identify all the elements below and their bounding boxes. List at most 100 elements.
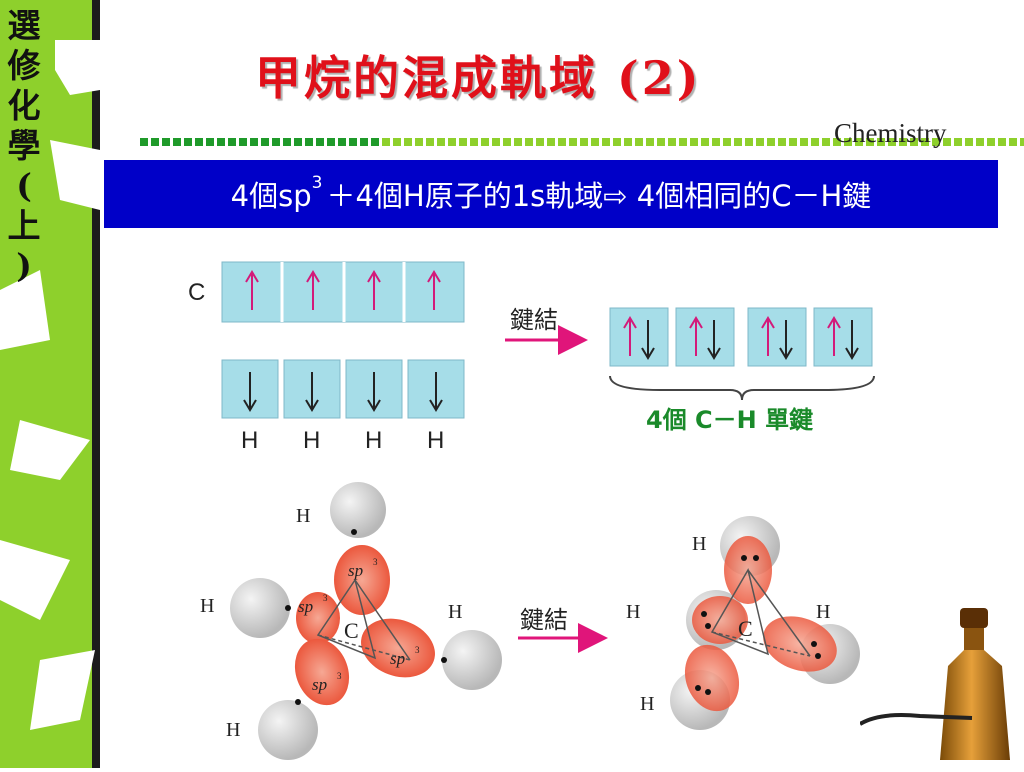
divider-dash: [932, 138, 940, 146]
divider-dash: [910, 138, 918, 146]
electron-dot: [753, 555, 759, 561]
sidebar-course-title: 選 修 化 學 ( 上 ): [2, 6, 46, 286]
divider-dash: [195, 138, 203, 146]
divider-dash: [822, 138, 830, 146]
divider-dash: [976, 138, 984, 146]
electron-dot: [705, 689, 711, 695]
chemistry-label: Chemistry: [834, 118, 947, 148]
divider-dash: [811, 138, 819, 146]
divider-dash: [415, 138, 423, 146]
divider-dash: [228, 138, 236, 146]
divider-dash: [272, 138, 280, 146]
slide-title: 甲烷的混成軌域 (2): [255, 51, 702, 105]
divider-dash: [536, 138, 544, 146]
sidebar-char: 上: [7, 206, 41, 245]
dash-divider: [140, 138, 1024, 146]
h-sphere: [442, 630, 502, 690]
divider-dash: [998, 138, 1006, 146]
electron-dot: [295, 699, 301, 705]
divider-dash: [327, 138, 335, 146]
molecule-h-label: H: [448, 601, 462, 623]
divider-dash: [624, 138, 632, 146]
divider-dash: [833, 138, 841, 146]
ch-bond-boxes: [609, 307, 873, 367]
divider-dash: [778, 138, 786, 146]
sp3-lobe: [334, 545, 390, 615]
divider-dash: [756, 138, 764, 146]
divider-dash: [1020, 138, 1024, 146]
divider-dash: [712, 138, 720, 146]
electron-dot: [815, 653, 821, 659]
sidebar: 選 修 化 學 ( 上 ): [0, 0, 100, 768]
molecule-arrow-label: 鍵結: [520, 606, 568, 634]
divider-dash: [591, 138, 599, 146]
sp3-label: sp: [312, 675, 327, 694]
divider-dash: [580, 138, 588, 146]
divider-dash: [349, 138, 357, 146]
electron-dot: [285, 605, 291, 611]
divider-dash: [877, 138, 885, 146]
molecule-h-label: H: [226, 719, 240, 741]
sidebar-char: 化: [7, 86, 41, 125]
divider-dash: [514, 138, 522, 146]
divider-dash: [965, 138, 973, 146]
divider-dash: [261, 138, 269, 146]
methane-after-bonding: H H H H C: [626, 516, 860, 730]
divider-dash: [470, 138, 478, 146]
divider-dash: [525, 138, 533, 146]
molecule-c-label: C: [344, 618, 359, 643]
banner-text-part1: 4個sp: [230, 179, 312, 213]
methane-hybrid-diagram: C H H H H 鍵結: [188, 261, 875, 760]
tetrahedron-edges: [316, 578, 411, 661]
divider-dash: [844, 138, 852, 146]
molecule-h-label: H: [640, 693, 654, 715]
banner-superscript: 3: [311, 173, 323, 193]
divider-dash: [602, 138, 610, 146]
sidebar-char: 選: [7, 6, 41, 45]
orbital-c-label: C: [188, 279, 205, 306]
divider-dash: [855, 138, 863, 146]
electron-dot: [701, 611, 707, 617]
electron-dot: [695, 685, 701, 691]
up-spin-arrows: [245, 270, 441, 310]
divider-dash: [426, 138, 434, 146]
divider-dash: [679, 138, 687, 146]
sidebar-char: ): [16, 246, 32, 285]
sp3-label: sp: [390, 649, 405, 668]
divider-dash: [657, 138, 665, 146]
divider-dash: [382, 138, 390, 146]
banner-text-part2: ＋4個H原子的1s軌域⇨ 4個相同的C－H鍵: [326, 179, 872, 213]
divider-dash: [448, 138, 456, 146]
divider-dash: [316, 138, 324, 146]
sp3-lobe: [692, 596, 748, 644]
molecule-h-label: H: [692, 533, 706, 555]
sidebar-char: 修: [7, 46, 41, 85]
orbital-h-label: H: [427, 427, 444, 454]
molecule-h-label: H: [200, 595, 214, 617]
orbital-h-label: H: [241, 427, 258, 454]
molecule-h-label: H: [816, 601, 830, 623]
h-sphere: [258, 700, 318, 760]
reagent-bottle-image: [860, 608, 1010, 760]
divider-dash: [184, 138, 192, 146]
result-brace: [609, 375, 875, 401]
sp3-superscript: 3: [373, 557, 378, 567]
sp3-lobe: [361, 618, 435, 678]
tetrahedron-edges: [710, 567, 811, 657]
divider-dash: [635, 138, 643, 146]
h-sphere: [330, 482, 386, 538]
paired-spin-arrows: [623, 316, 859, 360]
electron-dot: [811, 641, 817, 647]
divider-dash: [371, 138, 379, 146]
sidebar-char: 學: [7, 126, 41, 165]
divider-dash: [547, 138, 555, 146]
divider-dash: [954, 138, 962, 146]
divider-dash: [206, 138, 214, 146]
divider-dash: [1009, 138, 1017, 146]
divider-dash: [140, 138, 148, 146]
electron-dot: [351, 529, 357, 535]
divider-dash: [459, 138, 467, 146]
divider-dash: [151, 138, 159, 146]
divider-dash: [734, 138, 742, 146]
